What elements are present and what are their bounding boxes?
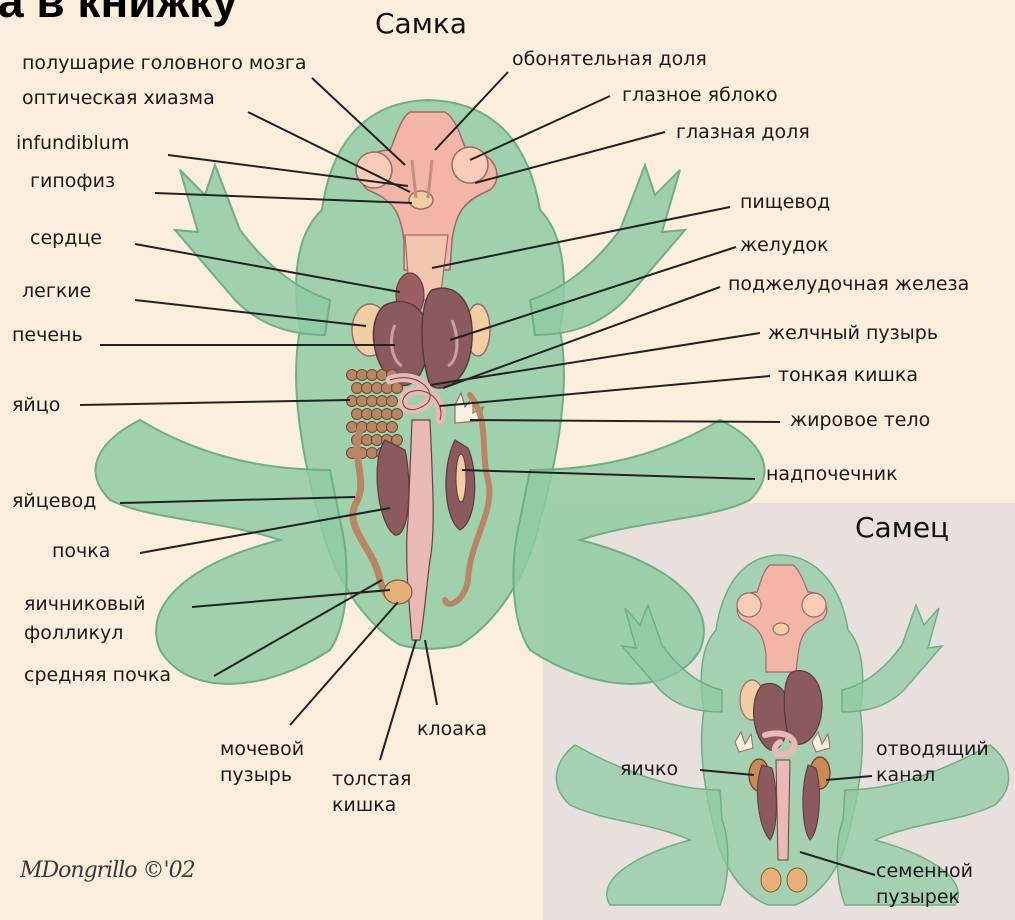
egg [362,409,373,420]
egg [362,435,373,446]
label-hemisphere: полушарие головного мозга [22,52,307,74]
egg [392,409,403,420]
egg [362,383,373,394]
label-olfactory-lobe: обонятельная доля [512,48,707,70]
page-heading: а в книжку [0,0,238,24]
label-optic-lobe: глазная доля [676,121,810,143]
label-heart: сердце [30,227,102,249]
label-small-intestine: тонкая кишка [778,364,918,386]
label-egg: яйцо [12,394,60,416]
egg [372,383,383,394]
label-eyeball: глазное яблоко [622,84,778,106]
label-ovarian-follicle-1: яичниковый [24,593,145,615]
label-vas-deferens-1: отводящий [876,738,989,760]
artist-signature: MDongrillo ©'02 [20,858,195,883]
egg [392,383,403,394]
egg [357,396,368,407]
female-title: Самка [375,8,467,40]
egg [387,422,398,433]
egg [367,370,378,381]
egg [352,409,363,420]
male-title: Самец [855,512,949,544]
egg [387,396,398,407]
label-stomach: желудок [740,234,828,256]
label-seminal-vesicle-2: пузырек [876,886,960,908]
label-adrenal: надпочечник [766,463,898,485]
label-mesonephros: средняя почка [24,664,171,686]
label-large-intestine-1: толстая [332,768,411,790]
label-gallbladder: желчный пузырь [768,322,938,344]
label-optic-chiasm: оптическая хиазма [22,87,215,109]
leader-large-intestine [380,640,416,760]
label-large-intestine-2: кишка [332,794,396,816]
label-ovarian-follicle-2: фолликул [24,622,123,644]
egg [367,396,378,407]
egg [347,370,358,381]
label-bladder-2: пузырь [220,764,292,786]
egg [382,409,393,420]
label-cloaca: клоака [417,718,487,740]
egg [367,422,378,433]
egg [372,409,383,420]
egg [372,435,383,446]
egg [377,396,388,407]
label-liver: печень [12,324,83,346]
label-vas-deferens-2: канал [876,764,935,786]
egg [367,448,378,459]
label-infundibulum: infundiblum [16,132,129,154]
egg [357,370,368,381]
label-testis: яичко [620,758,678,780]
label-kidney: почка [52,540,110,562]
label-pituitary: гипофиз [30,170,115,192]
label-seminal-vesicle-1: семенной [876,860,973,882]
label-bladder-1: мочевой [220,738,304,760]
label-lungs: легкие [22,280,91,302]
label-pancreas: поджелудочная железа [728,273,969,295]
label-oviduct: яйцевод [12,490,96,512]
egg [347,422,358,433]
label-esophagus: пищевод [740,191,830,213]
label-fat-body: жировое тело [790,409,930,431]
egg [352,383,363,394]
egg [377,422,388,433]
female-frog-illustration [96,100,765,684]
leader-cloaca [425,640,437,705]
